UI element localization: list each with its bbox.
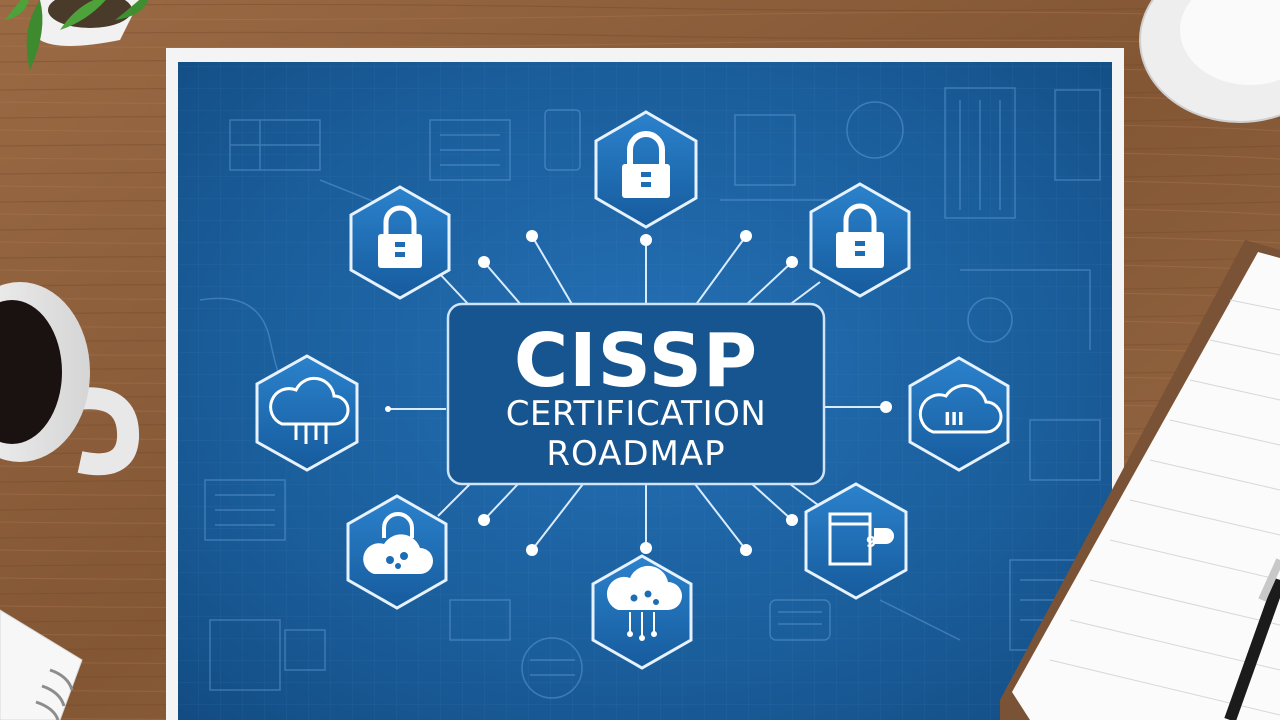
lock-top-icon bbox=[622, 131, 670, 198]
document-lower-right-icon: 9 bbox=[828, 512, 894, 566]
spiral-notebook bbox=[0, 609, 83, 720]
cloud-right-icon: III bbox=[918, 384, 1003, 434]
blueprint-sketches bbox=[199, 87, 1101, 699]
lock-upper-right-icon bbox=[836, 203, 884, 268]
svg-text:III: III bbox=[944, 409, 964, 430]
cloud-left-icon bbox=[269, 376, 350, 444]
plant bbox=[5, 0, 149, 70]
title-box bbox=[446, 302, 826, 486]
coffee-mug bbox=[0, 282, 140, 476]
hex-cloud-left bbox=[255, 354, 359, 472]
connector-lines bbox=[388, 235, 886, 551]
svg-text:9: 9 bbox=[866, 533, 876, 551]
cloud-lock-lower-left-icon bbox=[363, 512, 433, 574]
connector-dots bbox=[385, 230, 892, 556]
hex-cloud-right bbox=[908, 356, 1010, 472]
saucer bbox=[1139, 0, 1280, 123]
lock-upper-left-icon bbox=[378, 205, 422, 268]
cloud-bottom-icon bbox=[606, 565, 682, 641]
clipboard bbox=[1000, 240, 1280, 720]
